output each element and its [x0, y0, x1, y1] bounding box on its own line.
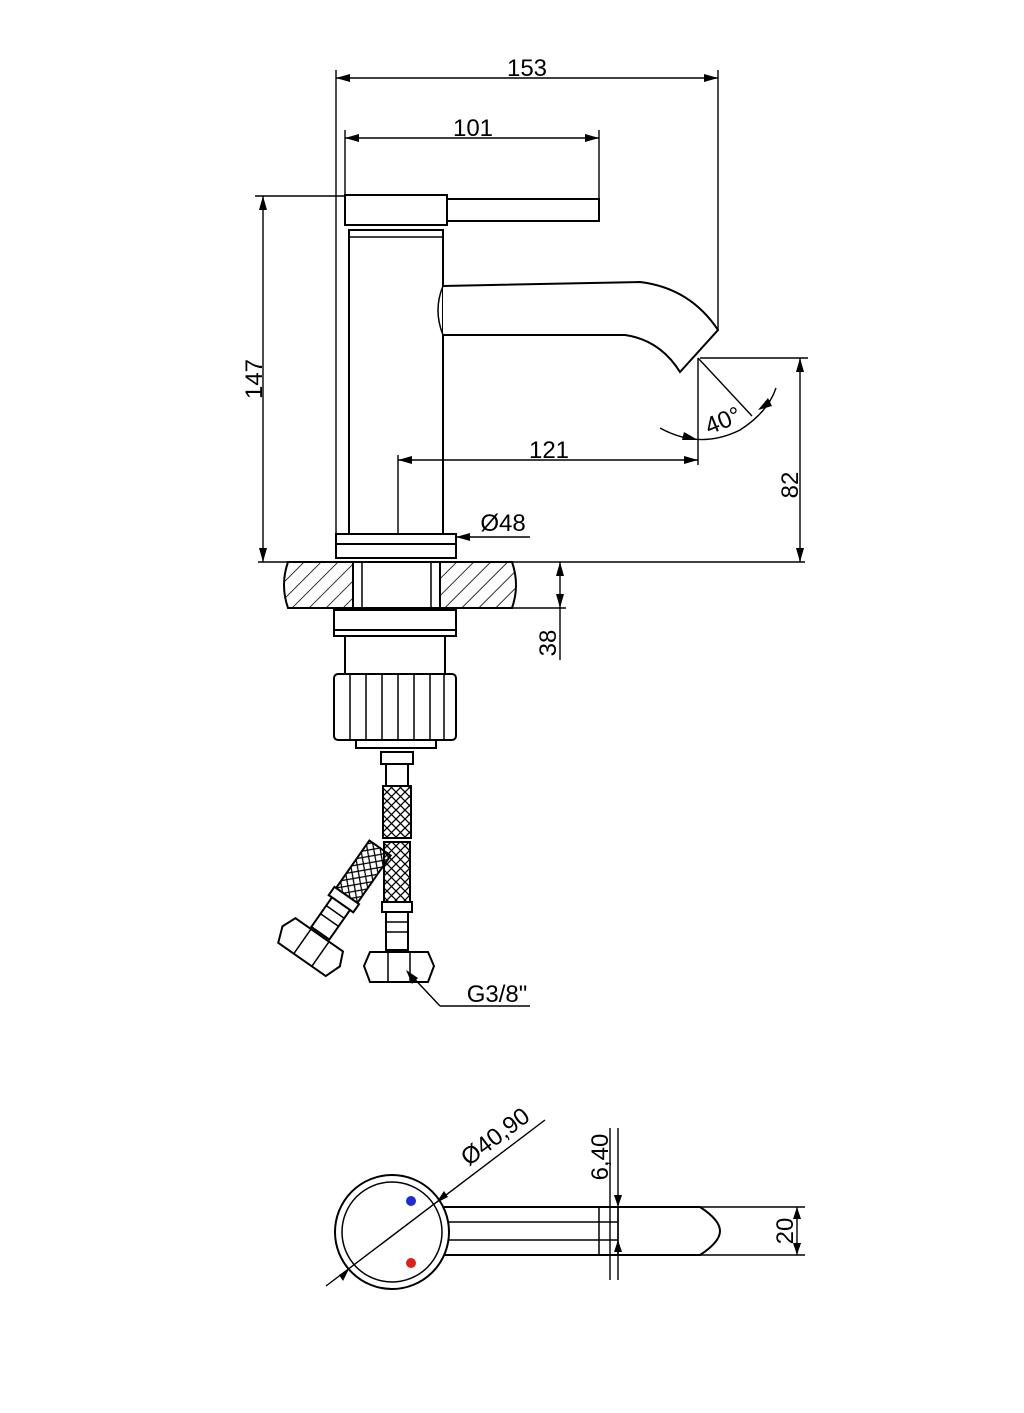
- dim-total-height: 147: [241, 359, 268, 399]
- cold-marker: [406, 1196, 416, 1206]
- shank: [352, 561, 441, 609]
- fixing-nut: [333, 673, 457, 741]
- dim-lever-length: 101: [453, 115, 493, 142]
- shank-thread: [344, 635, 446, 675]
- hose-braid-right: [383, 841, 411, 903]
- lever-top: [430, 1206, 722, 1256]
- dimension-lines: [255, 70, 808, 1007]
- top-view: Ø40,90 6,40 20: [325, 1103, 805, 1290]
- handle-cap: [344, 194, 448, 226]
- hose-fitting-left: [309, 896, 352, 941]
- body-outer-circle: [334, 1174, 450, 1290]
- deck-left: [283, 561, 354, 609]
- washer: [333, 609, 457, 631]
- dim-spout-height: 82: [777, 472, 804, 499]
- dim-lever-thickness: 6,40: [587, 1134, 614, 1181]
- body-inner-circle: [341, 1181, 443, 1283]
- dim-lever-width: 20: [772, 1218, 799, 1245]
- lever-handle: [446, 198, 600, 222]
- mounting-parts: [333, 609, 457, 749]
- hose-fitting-top: [380, 751, 414, 765]
- deck-section: [283, 561, 517, 609]
- dim-deck-thickness: 38: [535, 630, 562, 657]
- hose-fitting-right: [385, 911, 409, 951]
- dim-spout-reach: 121: [529, 437, 569, 464]
- hex-nut-right: [362, 951, 436, 983]
- hose-braid-upper: [382, 785, 412, 839]
- side-view: 153 101 147 121 40° 82 Ø48 38 G3/8": [241, 55, 808, 1008]
- hex-nut-left: [277, 916, 345, 978]
- deck-right: [439, 561, 517, 609]
- faucet-body: [335, 194, 720, 559]
- spout: [442, 280, 720, 374]
- base-ring: [335, 543, 457, 559]
- dim-total-length: 153: [507, 55, 547, 82]
- hot-marker: [406, 1258, 416, 1268]
- dim-connection-thread: G3/8": [467, 981, 528, 1008]
- supply-hoses: [277, 751, 436, 983]
- dim-spout-angle: 40°: [701, 402, 745, 441]
- base-ring-top: [335, 533, 457, 545]
- dim-base-diameter: Ø48: [480, 510, 525, 537]
- body-column: [348, 229, 444, 535]
